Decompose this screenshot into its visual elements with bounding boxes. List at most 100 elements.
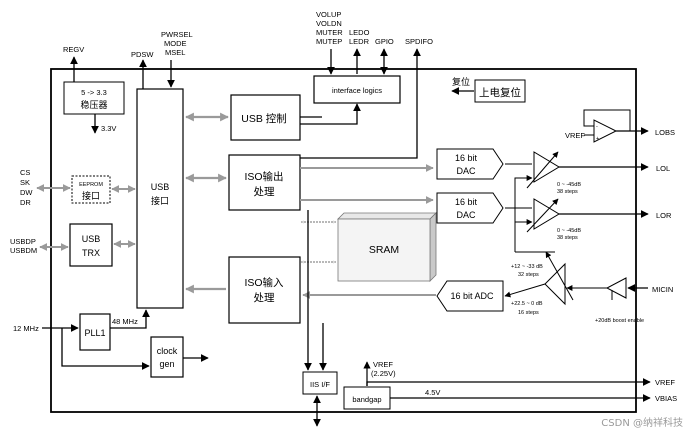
dac-l-box [436, 148, 504, 180]
eeprom-label-2: 接口 [82, 190, 100, 201]
pin-dr: DR [20, 198, 31, 207]
pll-label: PLL1 [84, 328, 105, 338]
lobs-buffer [593, 119, 618, 143]
pin-vref: VREF [655, 378, 675, 387]
iis-label: IIS I/F [310, 380, 330, 389]
chip-outline [50, 68, 637, 413]
pll-to-usb-line [110, 309, 150, 329]
amp-r-gain-arrow [526, 198, 559, 233]
sram-top [337, 212, 437, 220]
amp-l [533, 151, 560, 183]
pin-cs: CS [20, 168, 30, 177]
pin-mode: MODE [164, 39, 187, 48]
reset-label: 复位 [452, 76, 470, 87]
pin-lobs: LOBS [655, 128, 675, 137]
regulator-label-1: 5 -> 3.3 [81, 88, 107, 97]
pin-msel: MSEL [165, 48, 185, 57]
adc-box [436, 280, 504, 312]
iis-box [302, 371, 338, 395]
pin-voldn: VOLDN [316, 19, 342, 28]
dac-l-label-2: DAC [456, 166, 476, 176]
buffer-minus: - [596, 124, 598, 130]
reset-box-label: 上电复位 [479, 86, 521, 99]
spdifo-line [300, 48, 421, 159]
usb-trx-box [69, 223, 113, 267]
clock-gen-label-1: clock [157, 346, 178, 356]
pll-box [79, 313, 111, 351]
pin-ledr: LEDR [349, 37, 370, 46]
iso-in-label-1: ISO输入 [244, 276, 284, 289]
pin-vbias: VBIAS [655, 394, 677, 403]
pga-gain-high-1: +12 ~ -33 dB [511, 264, 543, 270]
pin-mutep: MUTEP [316, 37, 342, 46]
pin-sk: SK [20, 178, 30, 187]
xtal-to-clock-line [61, 328, 150, 370]
dac-r-label-1: 16 bit [455, 197, 478, 207]
adc-label: 16 bit ADC [450, 291, 494, 301]
bandgap-label: bandgap [352, 395, 381, 404]
dac-l-label-1: 16 bit [455, 153, 478, 163]
sram-side [429, 212, 437, 282]
bandgap-vref-volt: (2.25V) [371, 369, 396, 378]
amp-r [533, 198, 560, 230]
usb-iface-label-2: 接口 [151, 195, 169, 206]
v33-label: 3.3V [101, 124, 116, 133]
pin-pdsw: PDSW [131, 50, 154, 59]
pin-usbdm: USBDM [10, 246, 37, 255]
pin-pwrsel: PWRSEL [161, 30, 193, 39]
xtal-label: 12 MHz [13, 324, 39, 333]
pin-micin: MICIN [652, 285, 673, 294]
regulator-label-2: 稳压器 [80, 99, 107, 110]
eeprom-label-1: EEPROM [79, 182, 103, 188]
pin-lol: LOL [656, 164, 670, 173]
iso-out-label-2: 处理 [254, 186, 275, 198]
pga-gain-high-2: 32 steps [518, 272, 539, 278]
iso-out-label-1: ISO输出 [244, 170, 283, 183]
sram-box [337, 218, 431, 282]
loop-to-amp-l [514, 175, 533, 252]
iso-out-box [228, 154, 301, 211]
amp-l-gain-arrow [526, 151, 559, 189]
pin-gpio: GPIO [375, 37, 394, 46]
amp-r-gain-1: 0 ~ -45dB [557, 228, 581, 234]
bandgap-vref-label: VREF [373, 360, 393, 369]
pin-regv: REGV [63, 45, 84, 54]
watermark: CSDN @纳祥科技 [601, 418, 683, 429]
pin-usbdp: USBDP [10, 237, 36, 246]
clock-gen-label-2: gen [159, 359, 174, 369]
interface-logic-label: interface logics [332, 86, 382, 95]
mic-preamp [605, 277, 627, 299]
ctrl-to-logic-line [300, 103, 361, 125]
input-pga [544, 262, 566, 306]
pin-volup: VOLUP [316, 10, 341, 19]
usb-trx-label-1: USB [82, 234, 101, 244]
pga-to-adc [504, 283, 546, 298]
boost-label: +20dB boost enable [595, 318, 644, 324]
clock-gen-box [150, 336, 184, 378]
dac-r-label-2: DAC [456, 210, 476, 220]
usb-interface-block [136, 88, 184, 309]
pga-gain-arrow [545, 251, 574, 301]
buffer-feedback [583, 109, 631, 131]
usb-control-label: USB 控制 [241, 112, 287, 125]
interface-logic-box [313, 75, 401, 104]
v45-label: 4.5V [425, 388, 440, 397]
reset-box [474, 79, 526, 103]
buffer-plus: + [596, 136, 599, 142]
pin-ledo: LEDO [349, 28, 370, 37]
pin-dw: DW [20, 188, 33, 197]
pga-gain-low-1: +22.5 ~ 0 dB [511, 301, 543, 307]
vref-amp-label: VREF [565, 131, 585, 140]
amp-r-gain-2: 38 steps [557, 235, 578, 241]
iso-in-box [228, 256, 301, 324]
pin-spdifo: SPDIFO [405, 37, 433, 46]
amp-l-gain-1: 0 ~ -45dB [557, 182, 581, 188]
pin-lor: LOR [656, 211, 672, 220]
eeprom-box [71, 175, 111, 204]
usb-iface-label-1: USB [151, 182, 170, 192]
sram-label: SRAM [369, 244, 399, 256]
iso-in-label-2: 处理 [254, 292, 275, 304]
amp-l-gain-2: 38 steps [557, 189, 578, 195]
pga-gain-low-2: 16 steps [518, 310, 539, 316]
